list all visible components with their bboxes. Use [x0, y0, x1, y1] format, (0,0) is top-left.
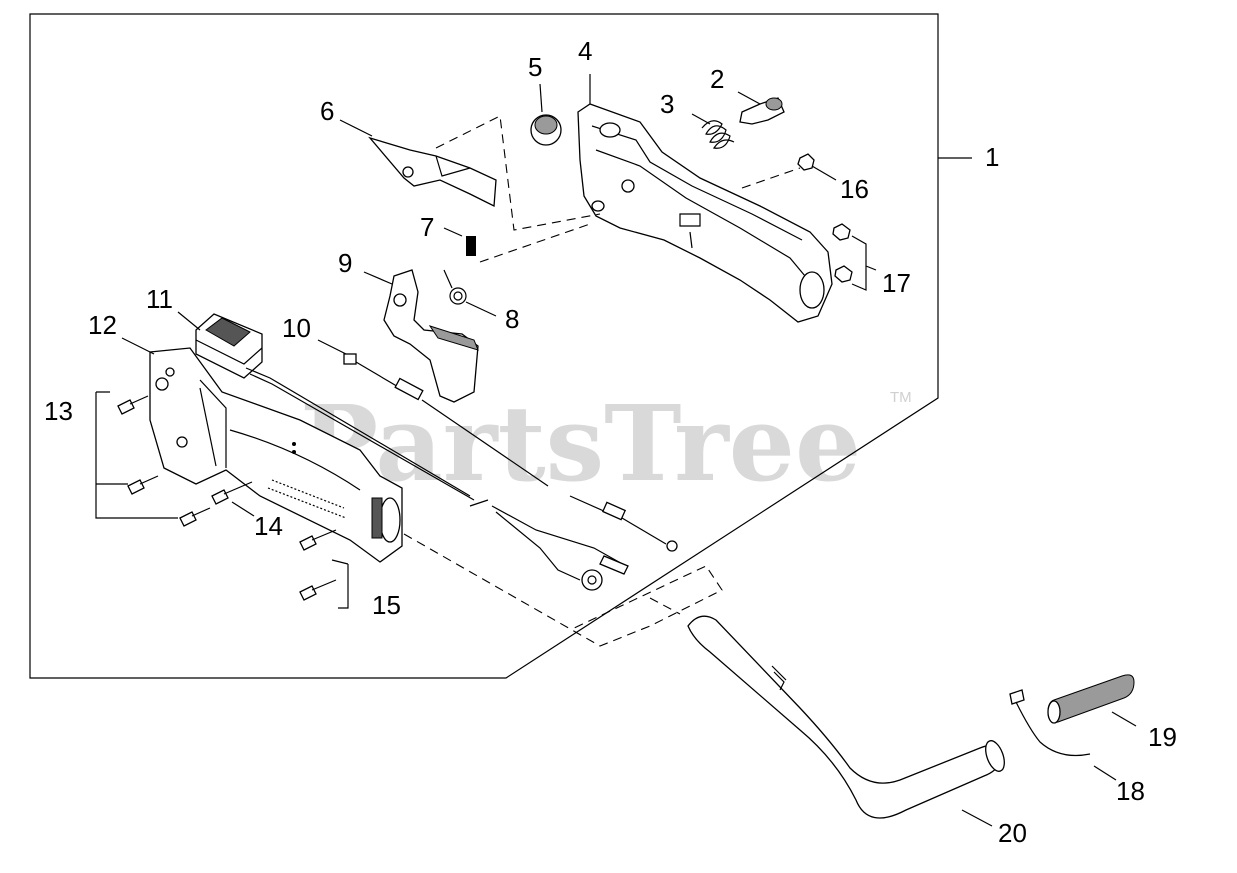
assembly-boundary: [29, 13, 939, 679]
screws-part-15[interactable]: [299, 529, 337, 601]
callout-15[interactable]: 15: [372, 590, 401, 620]
switch-wires: [245, 367, 629, 591]
callout-14[interactable]: 14: [254, 511, 283, 541]
callout-18[interactable]: 18: [1116, 776, 1145, 806]
callout-3[interactable]: 3: [660, 89, 674, 119]
callout-17[interactable]: 17: [882, 268, 911, 298]
callout-13[interactable]: 13: [44, 396, 73, 426]
callout-labels: 1 2 3 4 5 6 7 8 9 10 11 12 13 14 15 16 1…: [44, 36, 1177, 848]
spring-part-8[interactable]: [443, 269, 467, 305]
callout-6[interactable]: 6: [320, 96, 334, 126]
clip-part-18[interactable]: [1009, 689, 1091, 757]
handle-bar-part-20[interactable]: [687, 615, 1008, 819]
nut-part-16[interactable]: [797, 153, 815, 171]
assembly-dashed-lines: [403, 115, 801, 647]
handle-housing-left[interactable]: [149, 347, 403, 563]
screws-part-13[interactable]: [117, 395, 211, 527]
cap-part-5[interactable]: [530, 114, 562, 146]
grip-part-19[interactable]: [1047, 674, 1135, 724]
callout-19[interactable]: 19: [1148, 722, 1177, 752]
callout-12[interactable]: 12: [88, 310, 117, 340]
switch-part-11[interactable]: [195, 313, 263, 379]
handle-housing-right[interactable]: [577, 103, 833, 323]
spring-part-7[interactable]: [466, 236, 476, 256]
leader-lines: [95, 74, 1137, 827]
callout-5[interactable]: 5: [528, 52, 542, 82]
callout-10[interactable]: 10: [282, 313, 311, 343]
callout-4[interactable]: 4: [578, 36, 592, 66]
callout-8[interactable]: 8: [505, 304, 519, 334]
lever-part-6[interactable]: [368, 136, 497, 208]
callout-16[interactable]: 16: [840, 174, 869, 204]
watermark-trademark: TM: [890, 389, 912, 406]
cable-part-10[interactable]: [343, 353, 678, 552]
spring-part-3[interactable]: [701, 120, 735, 149]
nut-part-17[interactable]: [832, 223, 853, 283]
callout-7[interactable]: 7: [420, 212, 434, 242]
plunger-part-2[interactable]: [739, 97, 785, 125]
callout-1[interactable]: 1: [985, 142, 999, 172]
callout-20[interactable]: 20: [998, 818, 1027, 848]
callout-9[interactable]: 9: [338, 248, 352, 278]
callout-11[interactable]: 11: [146, 284, 173, 314]
callout-2[interactable]: 2: [710, 64, 724, 94]
screw-part-14[interactable]: [211, 481, 253, 505]
trigger-part-9[interactable]: [383, 269, 479, 403]
